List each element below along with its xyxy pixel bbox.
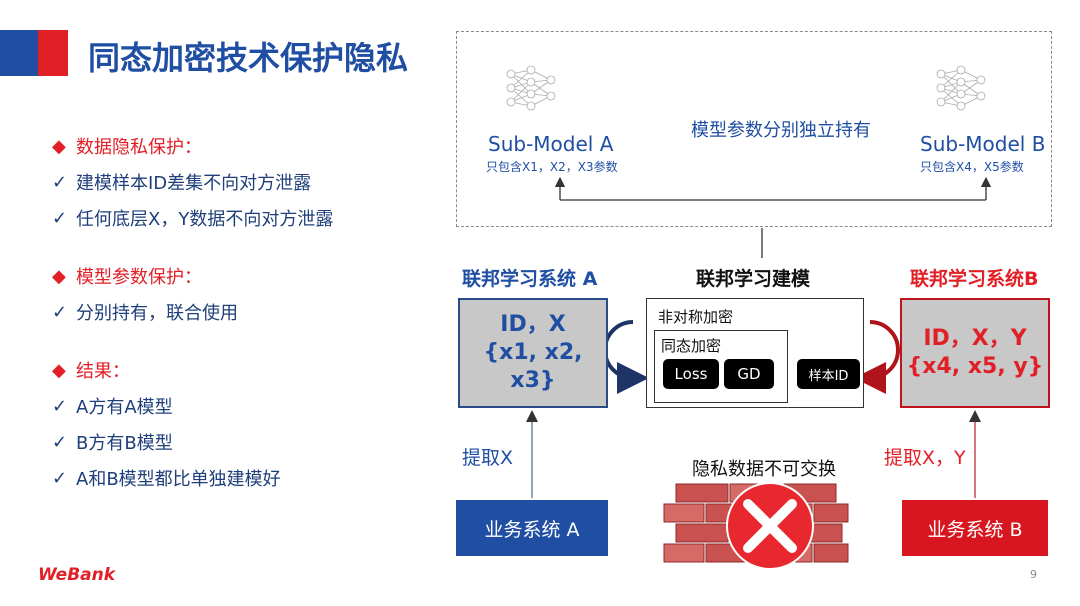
- check-icon: ✓: [52, 431, 68, 453]
- bullet-heading-model: ◆ 模型参数保护：: [52, 258, 452, 294]
- bullet-text: 任何底层X，Y数据不向对方泄露: [76, 209, 334, 230]
- diamond-bullet-icon: ◆: [52, 359, 66, 381]
- check-icon: ✓: [52, 467, 68, 489]
- bullet-text: 分别持有，联合使用: [76, 303, 238, 324]
- homomorphic-label: 同态加密: [661, 337, 722, 355]
- submodel-a-title: Sub-Model A: [488, 132, 614, 156]
- bullet-item: ✓ 分别持有，联合使用: [52, 294, 452, 330]
- diamond-bullet-icon: ◆: [52, 265, 66, 287]
- submodel-link-arrow: [554, 176, 992, 201]
- bullet-item: ✓ 任何底层X，Y数据不向对方泄露: [52, 200, 452, 236]
- submodel-b-title: Sub-Model B: [920, 132, 1046, 156]
- circular-arrow-icon: [854, 320, 900, 394]
- system-a-line1: ID，X: [500, 312, 566, 337]
- submodel-a-note: 只包含X1，X2，X3参数: [486, 160, 618, 174]
- bullet-text: A和B模型都比单独建模好: [76, 469, 281, 490]
- gd-badge: GD: [724, 359, 774, 389]
- neural-network-icon: [936, 65, 986, 111]
- system-b-line2: {x4, x5, y}: [906, 354, 1044, 379]
- header-accent-red: [38, 30, 68, 76]
- bullet-text: A方有A模型: [76, 397, 173, 418]
- business-system-a: 业务系统 A: [456, 500, 608, 556]
- bullet-heading-privacy: ◆ 数据隐私保护：: [52, 128, 452, 164]
- circular-arrow-icon: [603, 320, 649, 394]
- check-icon: ✓: [52, 395, 68, 417]
- submodel-container: [456, 31, 1052, 227]
- heading-text: 模型参数保护：: [76, 267, 202, 288]
- params-note: 模型参数分别独立持有: [691, 120, 871, 141]
- bullet-item: ✓ A和B模型都比单独建模好: [52, 460, 452, 496]
- diamond-bullet-icon: ◆: [52, 135, 66, 157]
- system-a-box: ID，X {x1, x2, x3}: [458, 298, 608, 408]
- bullet-text: 建模样本ID差集不向对方泄露: [76, 173, 312, 194]
- bullet-item: ✓ 建模样本ID差集不向对方泄露: [52, 164, 452, 200]
- system-b-title: 联邦学习系统B: [910, 268, 1039, 290]
- header-accent-blue: [0, 30, 38, 76]
- check-icon: ✓: [52, 301, 68, 323]
- business-system-b: 业务系统 B: [902, 500, 1048, 556]
- heading-text: 结果：: [76, 361, 130, 382]
- webank-logo: WeBank: [38, 565, 116, 585]
- bullet-item: ✓ A方有A模型: [52, 388, 452, 424]
- heading-text: 数据隐私保护：: [76, 137, 202, 158]
- submodel-b-note: 只包含X4，X5参数: [920, 160, 1024, 174]
- asymmetric-label: 非对称加密: [658, 308, 734, 326]
- check-icon: ✓: [52, 207, 68, 229]
- bullet-heading-result: ◆ 结果：: [52, 352, 452, 388]
- federated-title: 联邦学习建模: [696, 268, 811, 290]
- loss-badge: Loss: [663, 359, 719, 389]
- extract-a-label: 提取X: [462, 447, 514, 469]
- system-b-box: ID，X，Y {x4, x5, y}: [900, 298, 1050, 408]
- privacy-note: 隐私数据不可交换: [692, 459, 836, 480]
- page-number: 9: [1030, 568, 1037, 581]
- red-x-icon: [726, 482, 814, 570]
- bullet-text: B方有B模型: [76, 433, 173, 454]
- system-a-line2: {x1, x2, x3}: [483, 340, 583, 393]
- slide-title: 同态加密技术保护隐私: [88, 39, 409, 77]
- bullet-list: ◆ 数据隐私保护： ✓ 建模样本ID差集不向对方泄露 ✓ 任何底层X，Y数据不向…: [52, 128, 452, 496]
- check-icon: ✓: [52, 171, 68, 193]
- bullet-item: ✓ B方有B模型: [52, 424, 452, 460]
- extract-b-label: 提取X，Y: [884, 447, 966, 469]
- neural-network-icon: [506, 65, 556, 111]
- system-b-line1: ID，X，Y: [923, 326, 1027, 351]
- sample-id-badge: 样本ID: [797, 359, 860, 389]
- system-a-title: 联邦学习系统 A: [462, 268, 598, 290]
